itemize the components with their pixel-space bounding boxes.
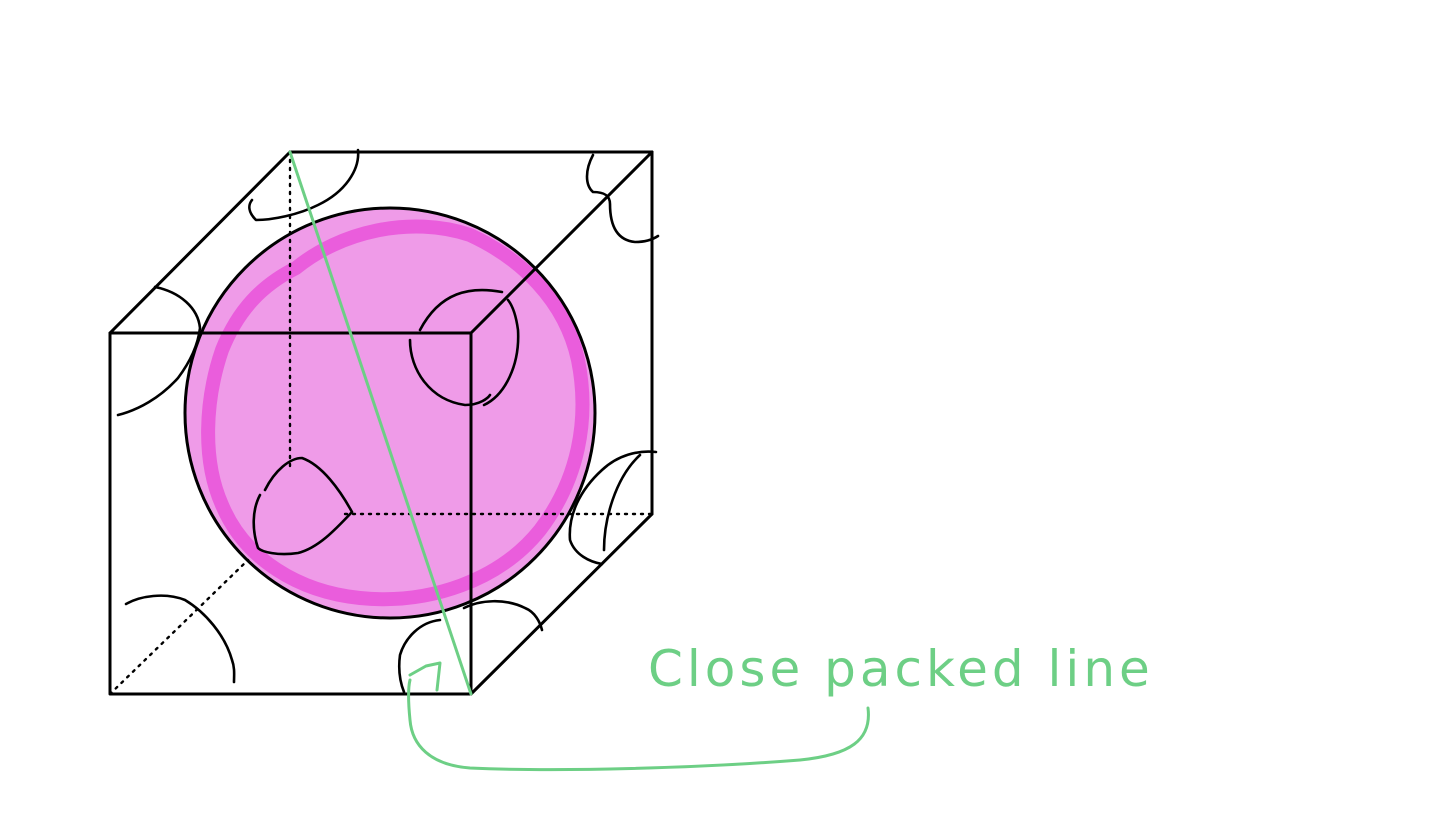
corner-atom-bottom-back-left — [252, 456, 354, 556]
hidden-edge-depth — [108, 558, 250, 696]
corner-atom-top-back-right — [585, 153, 660, 244]
cube-edges — [108, 150, 654, 696]
corner-atom-bottom-front-right — [397, 599, 544, 694]
cube-top-right-edge — [469, 150, 654, 335]
arrow-head-icon — [408, 661, 442, 692]
corner-atom-bottom-front-left — [124, 594, 236, 684]
cube-top-left-edge — [108, 150, 292, 335]
cube-bottom-right-edge — [469, 512, 654, 696]
corner-atom-bottom-back-right — [568, 450, 658, 566]
corner-atoms — [116, 148, 660, 694]
body-center-atom-outline — [183, 206, 597, 620]
hidden-edges — [108, 150, 654, 696]
corner-atom-top-front-left — [116, 285, 202, 417]
corner-atom-top-front-right — [408, 288, 520, 407]
close-packed-line-label: Close packed line — [648, 640, 1154, 698]
corner-atom-top-back-left — [248, 148, 360, 222]
pointer-curve — [407, 678, 870, 772]
close-packed-diagonal-line — [288, 150, 473, 696]
body-center-atom-scribble — [201, 219, 590, 607]
cube-front-face — [108, 331, 473, 696]
